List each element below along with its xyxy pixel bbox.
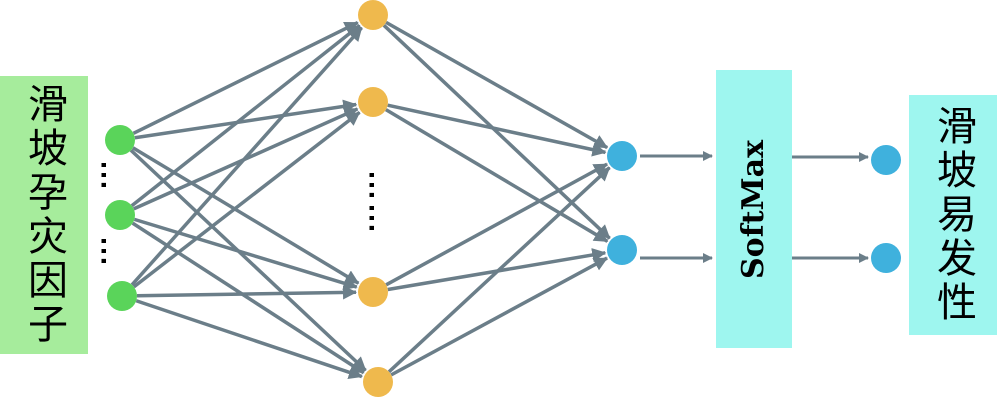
final-node-1 [871, 243, 901, 273]
hidden-node-3 [363, 367, 393, 397]
edge-hidden-2-output-0 [385, 162, 608, 287]
softmax-label: SoftMax [736, 139, 771, 279]
output-node-1 [607, 235, 637, 265]
input-node-2 [107, 281, 137, 311]
edge-hidden-3-output-1 [390, 256, 608, 377]
input-ellipsis-2: ⋯ [86, 236, 121, 269]
edge-input-0-hidden-2 [131, 146, 360, 285]
edge-hidden-0-output-0 [385, 20, 609, 150]
edge-input-2-hidden-0 [130, 26, 363, 286]
input-factors-label: 滑坡孕灾因子 [21, 83, 67, 347]
softmax-box: SoftMax [716, 70, 792, 348]
connection-edges [129, 20, 869, 380]
edge-hidden-1-output-1 [385, 108, 609, 243]
edge-input-1-hidden-2 [133, 217, 358, 290]
edge-hidden-1-output-0 [387, 103, 607, 157]
hidden-node-0 [358, 0, 388, 30]
edge-input-1-hidden-3 [131, 221, 365, 375]
input-ellipsis-1: ⋯ [86, 160, 121, 193]
edge-input-0-hidden-1 [134, 99, 358, 140]
output-node-0 [607, 141, 637, 171]
edge-input-0-hidden-0 [132, 20, 359, 135]
neuron-nodes [105, 0, 901, 397]
edge-input-2-hidden-2 [136, 285, 358, 300]
hidden-node-2 [358, 277, 388, 307]
edge-hidden-3-output-0 [387, 166, 611, 374]
edge-input-2-hidden-3 [135, 299, 363, 380]
input-node-0 [105, 125, 135, 155]
edge-input-2-hidden-1 [132, 111, 361, 289]
edge-input-0-hidden-3 [129, 148, 367, 372]
hidden-node-1 [358, 87, 388, 117]
hidden-ellipsis: ⋯⋯ [354, 170, 389, 236]
output-susceptibility-box: 滑坡易发性 [909, 95, 997, 335]
final-node-0 [871, 145, 901, 175]
output-susceptibility-label: 滑坡易发性 [930, 105, 976, 325]
edge-input-1-hidden-0 [130, 24, 361, 208]
input-node-1 [105, 200, 135, 230]
input-factors-box: 滑坡孕灾因子 [0, 76, 88, 354]
